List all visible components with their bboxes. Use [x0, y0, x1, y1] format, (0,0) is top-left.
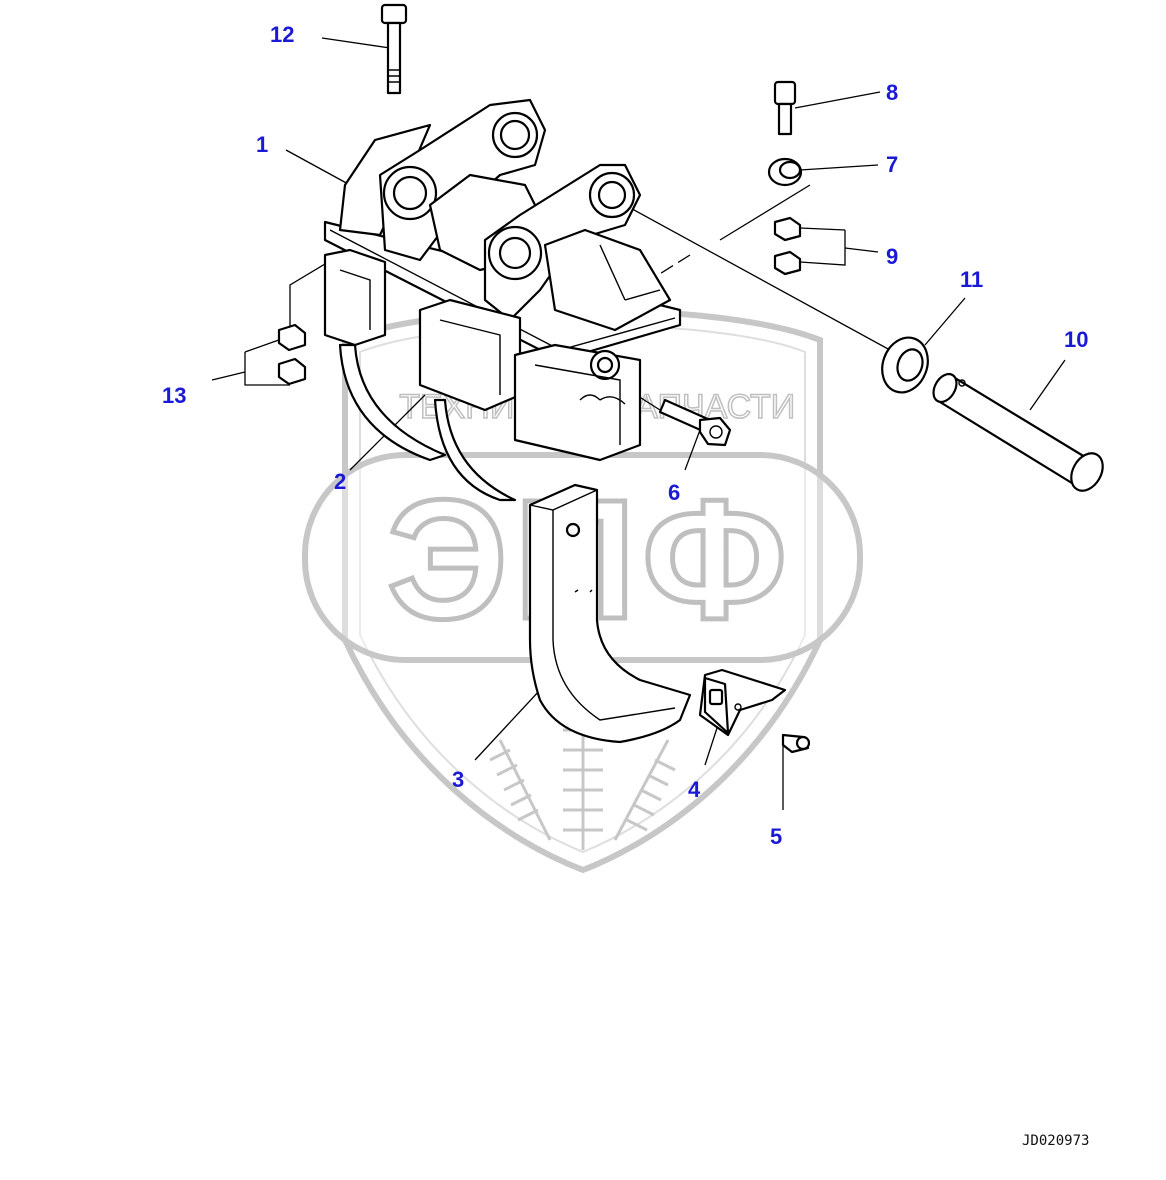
part-11-spacer — [881, 336, 929, 394]
callout-9: 9 — [886, 244, 898, 269]
callout-2: 2 — [334, 469, 346, 494]
part-9-nuts — [773, 216, 802, 276]
leader-lines — [211, 37, 1066, 810]
callout-5: 5 — [770, 824, 782, 849]
drawing-code: JD020973 — [1022, 1133, 1089, 1149]
part-5-pin — [781, 733, 811, 754]
callout-11: 11 — [960, 267, 983, 292]
callout-8: 8 — [886, 80, 898, 105]
part-3-shank — [528, 483, 692, 744]
callout-4: 4 — [688, 777, 701, 802]
callout-7: 7 — [886, 152, 898, 177]
part-8-bolt — [773, 80, 797, 136]
callout-10: 10 — [1064, 327, 1088, 352]
part-4-tip — [698, 668, 787, 737]
part-2-shank-holders — [338, 343, 517, 502]
callout-1: 1 — [256, 132, 268, 157]
callout-labels: 12 1 8 7 9 11 10 13 2 6 3 4 5 — [162, 22, 1088, 849]
callout-13: 13 — [162, 383, 186, 408]
callout-6: 6 — [668, 480, 680, 505]
part-12-bolt — [380, 3, 408, 95]
part-13-nuts — [277, 323, 307, 386]
part-10-pin — [932, 372, 1104, 492]
part-7-washer — [767, 157, 803, 187]
part-1-frame — [323, 98, 682, 462]
callout-12: 12 — [270, 22, 294, 47]
part-6-bolt — [658, 398, 732, 447]
callout-3: 3 — [452, 767, 464, 792]
